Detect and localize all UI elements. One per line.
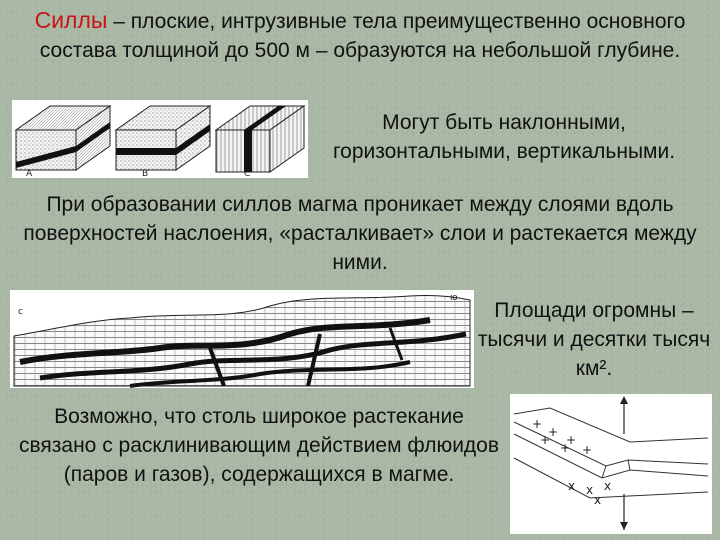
svg-text:x: x	[594, 493, 601, 507]
intro-text: – плоские, интрузивные тела преимуществе…	[39, 10, 686, 62]
sill-orientation-blocks-figure: A B C	[12, 100, 308, 178]
svg-text:+: +	[540, 433, 550, 447]
orientation-caption: Могут быть наклонными, горизонтальными, …	[332, 111, 676, 163]
block-b-label: B	[142, 169, 148, 178]
block-c-vertical: C	[214, 105, 306, 178]
block-c-label: C	[244, 169, 250, 178]
section-right-label: ю	[450, 293, 458, 303]
sill-cross-section-figure: с ю	[10, 290, 474, 388]
svg-text:+: +	[582, 443, 592, 457]
svg-text:+: +	[532, 417, 542, 431]
section-left-label: с	[18, 307, 23, 317]
svg-text:+: +	[548, 425, 558, 439]
area-paragraph: Площади огромны – тысячи и десятки тысяч…	[477, 299, 711, 380]
intro-paragraph: Силлы – плоские, интрузивные тела преиму…	[14, 6, 706, 65]
magma-paragraph: При образовании силлов магма проникает м…	[23, 193, 697, 274]
svg-text:+: +	[560, 441, 570, 455]
sills-term: Силлы	[34, 7, 108, 33]
svg-text:x: x	[586, 483, 593, 497]
fluids-paragraph: Возможно, что столь широкое растекание с…	[18, 405, 500, 486]
block-b-horizontal: B	[114, 105, 212, 178]
block-a-inclined: A	[14, 105, 112, 178]
block-a-label: A	[26, 169, 33, 178]
svg-text:+: +	[566, 433, 576, 447]
svg-text:x: x	[568, 479, 575, 493]
svg-text:x: x	[604, 479, 611, 493]
